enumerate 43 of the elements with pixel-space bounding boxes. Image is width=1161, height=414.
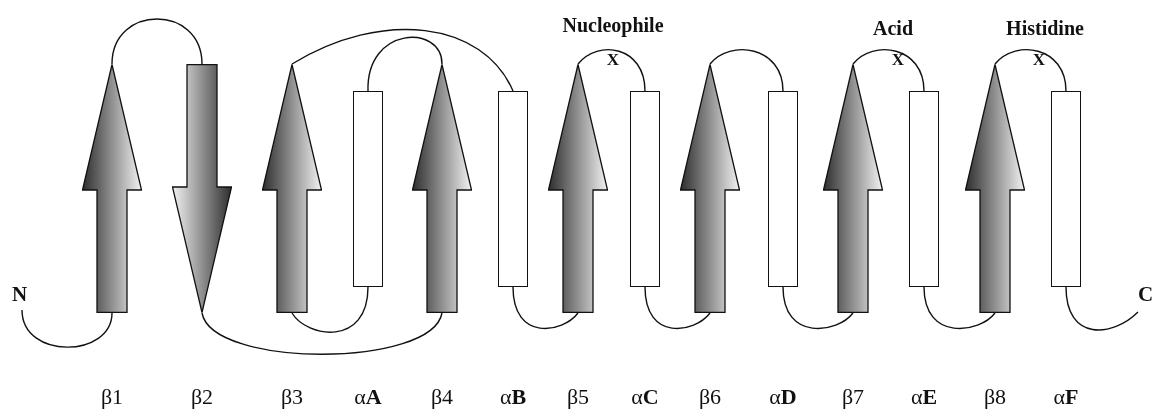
- loop-line: [201, 312, 443, 355]
- helix-box: [909, 91, 939, 287]
- structure-label: β7: [841, 386, 865, 408]
- loop-line: [577, 49, 646, 92]
- helix-box: [1051, 91, 1081, 287]
- structure-label: β6: [698, 386, 722, 408]
- structure-label: β8: [983, 386, 1007, 408]
- structure-label: αD: [769, 386, 797, 408]
- loop-line: [111, 18, 203, 65]
- site-label: Nucleophile: [562, 15, 664, 35]
- loop-line: [512, 286, 579, 330]
- loop-line: [367, 36, 443, 92]
- structure-label: β4: [430, 386, 454, 408]
- helix-box: [498, 91, 528, 287]
- helix-box: [353, 91, 383, 287]
- site-mark: X: [891, 50, 905, 68]
- loop-line: [21, 309, 113, 348]
- loop-line: [1065, 286, 1139, 331]
- structure-label: β5: [566, 386, 590, 408]
- helix-box: [630, 91, 660, 287]
- structure-label: β3: [280, 386, 304, 408]
- loop-line: [923, 286, 996, 330]
- loop-line: [644, 286, 711, 330]
- structure-label: αE: [910, 386, 938, 408]
- structure-label: αA: [354, 386, 382, 408]
- structure-label: αF: [1053, 386, 1079, 408]
- loop-line: [782, 286, 854, 330]
- loop-line: [709, 49, 784, 92]
- site-label: Histidine: [1006, 18, 1084, 38]
- loop-line: [852, 49, 925, 92]
- site-label: Acid: [873, 18, 913, 38]
- site-mark: X: [1032, 50, 1046, 68]
- structure-label: β2: [190, 386, 214, 408]
- terminus-label: N: [12, 284, 28, 305]
- loop-line: [291, 28, 514, 92]
- loop-line: [291, 286, 369, 333]
- structure-label: β1: [100, 386, 124, 408]
- terminus-label: C: [1138, 284, 1154, 305]
- structure-label: αB: [499, 386, 527, 408]
- helix-box: [768, 91, 798, 287]
- loop-line: [994, 49, 1067, 92]
- site-mark: X: [606, 50, 620, 68]
- structure-label: αC: [631, 386, 659, 408]
